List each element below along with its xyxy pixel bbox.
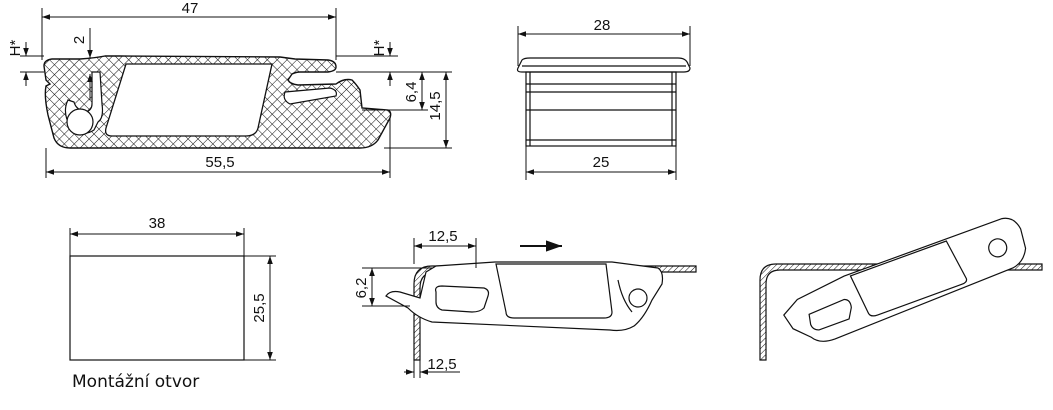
dim-2: 2 [71,36,88,44]
profile-cavity [104,63,273,137]
dim-25-5: 25,5 [251,293,268,322]
install-sheet [413,265,697,361]
installed-view [759,217,1043,361]
install-dimensions [362,238,562,378]
dim-12-5-bottom: 12,5 [427,356,456,373]
install-cavity [495,263,613,319]
dim-6-4: 6,4 [403,82,420,103]
install-hook-eye [628,288,648,308]
install-slot [435,285,490,313]
cap-flange [516,57,691,73]
profile-dimensions [20,8,452,178]
dim-h-right: H* [371,40,388,57]
profile-section [43,55,392,149]
dim-55-5: 55,5 [205,154,234,171]
cap-dimensions [517,26,691,180]
install-view [385,261,697,361]
profile-slot [283,87,337,105]
installed-slot [808,298,852,331]
mounting-hole-caption: Montážní otvor [72,372,200,392]
installed-hook-eye [988,238,1008,258]
installed-cavity [849,240,968,317]
mounting-hole [69,228,276,361]
dim-6-2: 6,2 [353,278,370,299]
dim-38: 38 [149,215,166,232]
dim-25: 25 [593,154,610,171]
dim-28: 28 [594,17,611,34]
dim-12-5-top: 12,5 [428,228,457,245]
hole-outline [69,255,245,361]
dim-47: 47 [182,0,199,17]
installed-sheet [759,263,1043,361]
dim-h-left: H* [7,40,24,57]
cap-body [525,71,677,147]
profile-hook-eye [66,108,94,136]
cap-view [516,57,691,147]
dim-14-5: 14,5 [427,91,444,120]
